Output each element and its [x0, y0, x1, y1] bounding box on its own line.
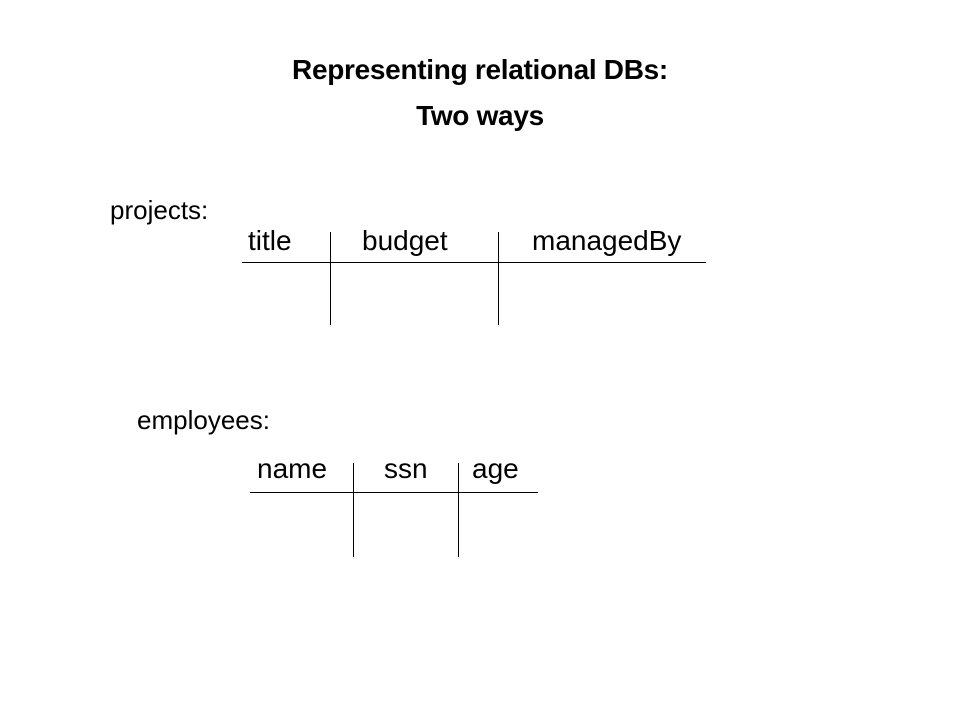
projects-column-divider-2: [498, 232, 499, 325]
projects-col-managedby: managedBy: [532, 225, 682, 256]
projects-label: projects:: [110, 195, 209, 225]
projects-col-title: title: [248, 225, 292, 256]
projects-col-budget: budget: [362, 225, 448, 256]
projects-column-divider-1: [330, 232, 331, 325]
employees-col-age: age: [472, 453, 519, 484]
employees-col-name: name: [257, 453, 328, 484]
employees-header-rule: [250, 492, 538, 493]
employees-column-divider-2: [458, 463, 459, 557]
employees-col-ssn: ssn: [384, 453, 428, 484]
employees-label: employees:: [137, 405, 270, 435]
projects-header-rule: [242, 262, 706, 263]
employees-column-divider-1: [353, 463, 354, 557]
slide-title-line1: Representing relational DBs:: [292, 54, 668, 85]
slide-title-line2: Two ways: [416, 100, 544, 131]
